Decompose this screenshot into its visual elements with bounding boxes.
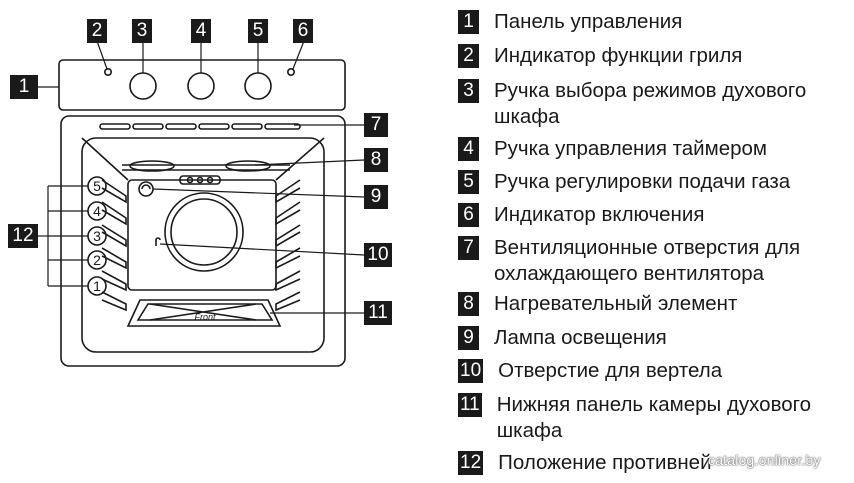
legend-item-8: 8 Нагревательный элемент <box>458 292 737 317</box>
legend-number: 11 <box>458 393 482 417</box>
position-5-label: 5 <box>93 178 101 194</box>
legend-text: Нагревательный элемент <box>494 292 738 315</box>
mode-knob <box>129 72 157 100</box>
callout-10: 10 <box>364 243 392 267</box>
position-5-circle <box>87 176 107 196</box>
position-4-circle <box>87 201 107 221</box>
timer-knob <box>187 72 215 100</box>
cavity-back-wall <box>127 179 277 291</box>
legend-item-6: 6 Индикатор включения <box>458 203 704 228</box>
legend-text: Ручка регулировки подачи газа <box>494 170 791 193</box>
position-3-circle <box>87 226 107 246</box>
legend-text: Отверстие для вертела <box>498 359 723 382</box>
legend-number: 10 <box>458 359 484 383</box>
vent-slots <box>99 123 301 130</box>
legend-text: Индикатор включения <box>494 203 705 226</box>
legend-number: 8 <box>458 292 479 316</box>
spit-hole <box>155 237 161 246</box>
legend-number: 4 <box>458 137 479 161</box>
callout-12: 12 <box>8 224 38 248</box>
oven-diagram: 5 4 3 2 1 Front <box>38 40 365 367</box>
legend-number: 5 <box>458 170 479 194</box>
right-rails <box>275 179 301 312</box>
position-3-label: 3 <box>93 228 101 244</box>
position-2-label: 2 <box>93 252 101 268</box>
callout-4: 4 <box>191 19 211 43</box>
legend-item-9: 9 Лампа освещения <box>458 326 667 351</box>
legend-number: 6 <box>458 203 479 227</box>
callout-2: 2 <box>87 19 107 43</box>
legend-number: 3 <box>458 79 479 103</box>
bottom-tray <box>126 299 282 327</box>
oven-body <box>60 115 346 367</box>
legend-item-10: 10 Отверстие для вертела <box>458 359 722 384</box>
legend-number: 9 <box>458 326 479 350</box>
legend-item-12: 12 Положение противней <box>458 451 712 476</box>
callout-5: 5 <box>248 19 268 43</box>
position-2-circle <box>87 250 107 270</box>
legend-item-2: 2 Индикатор функции гриля <box>458 44 742 69</box>
legend-number: 7 <box>458 236 479 260</box>
heating-element <box>122 160 290 185</box>
legend-text: Лампа освещения <box>494 326 667 349</box>
oven-lamp <box>138 181 154 197</box>
callout-3: 3 <box>132 19 152 43</box>
power-indicator <box>286 68 295 77</box>
legend-text: Панель управления <box>494 10 683 33</box>
watermark: catalog.onliner.by <box>708 452 821 468</box>
callout-11: 11 <box>364 301 392 325</box>
callout-8: 8 <box>364 148 388 172</box>
back-panel-fan <box>164 192 244 272</box>
position-1-label: 1 <box>93 278 101 294</box>
legend-item-4: 4 Ручка управления таймером <box>458 137 767 162</box>
leader-lines <box>38 40 365 314</box>
grill-indicator <box>104 68 113 77</box>
tray-label: Front <box>194 312 216 322</box>
legend-item-1: 1 Панель управления <box>458 10 682 35</box>
control-panel <box>58 59 346 111</box>
legend-text: Ручка управления таймером <box>494 137 768 160</box>
callout-6: 6 <box>293 19 313 43</box>
left-rails <box>101 179 127 312</box>
legend-text: Положение противней <box>498 451 712 474</box>
legend-text: Индикатор функции гриля <box>494 44 743 67</box>
callout-1: 1 <box>10 75 38 99</box>
gas-knob <box>244 72 272 100</box>
position-1-circle <box>87 276 107 296</box>
legend-number: 1 <box>458 10 479 34</box>
oven-cavity <box>81 137 325 353</box>
legend-number: 12 <box>458 451 484 475</box>
legend-number: 2 <box>458 44 479 68</box>
callout-9: 9 <box>364 185 388 209</box>
legend-item-5: 5 Ручка регулировки подачи газа <box>458 170 790 195</box>
position-4-label: 4 <box>93 203 101 219</box>
callout-7: 7 <box>364 113 388 137</box>
